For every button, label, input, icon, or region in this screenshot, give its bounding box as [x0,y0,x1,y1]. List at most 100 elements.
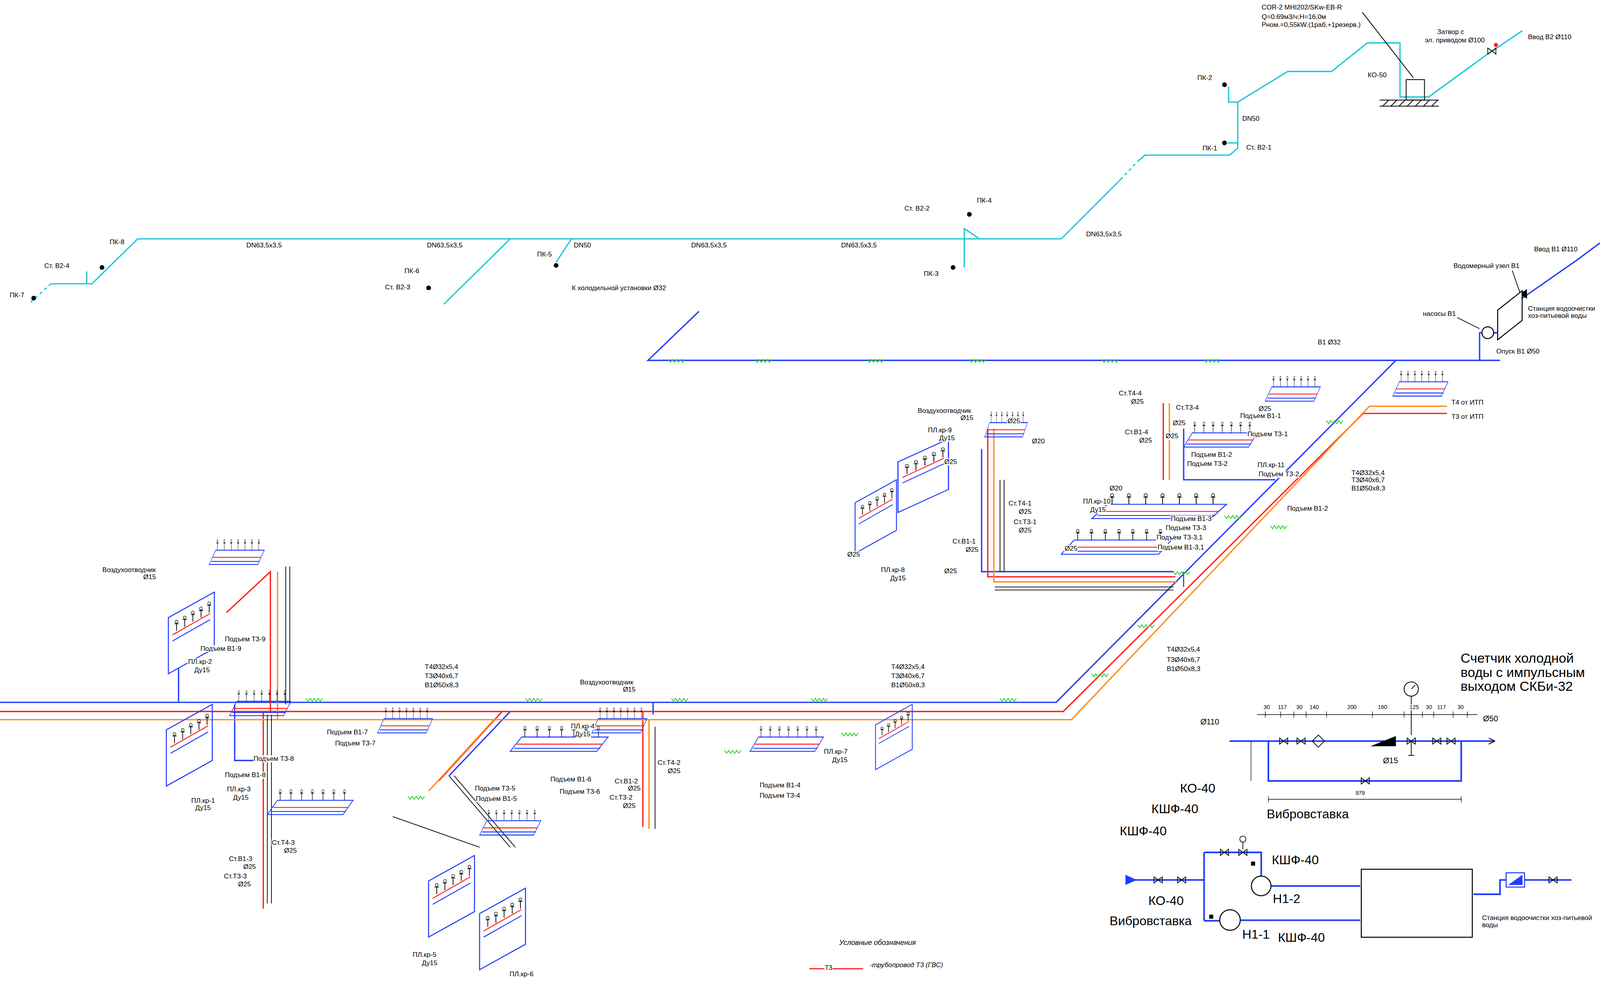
fixture-group [479,809,541,835]
insulation-mark [1000,698,1017,702]
pipe-label: Ст.В1-4 [1124,428,1149,436]
b2-fire-pipe [1137,30,1523,162]
dimension-label: 125 [1409,704,1420,710]
pipe-label: Ст.Т4-3 [271,838,296,847]
dimension-label: 979 [1355,789,1365,796]
pump-station-scheme [1209,914,1213,919]
dimension-label: 140 [1309,704,1320,710]
pump-station-scheme [1508,874,1523,885]
pump-circle: Н1-2 [1250,875,1272,896]
pipe-label: Подъем В1-7 [326,728,369,736]
pipe-label: Ст.В1-2 [614,777,639,785]
pipe-label: Ø20 [1031,437,1046,445]
equipment-label: КО-40 [1179,781,1216,796]
node-label: насосы В1 [1422,310,1456,318]
pipe-label: Ø25 [667,767,681,775]
pipe-label: Ø15 [1382,756,1399,765]
pipe-label: Подъем Т3-2 [1258,470,1300,478]
pipe-label: Ø25 [283,846,298,855]
t4-pipe [1168,403,1170,480]
t4-pipe [277,571,279,720]
pump-circle-outline [1251,875,1272,896]
pipe-label: Подъем Т3-2 [1186,460,1228,468]
pipe-label: Водомерный узел В1 [1453,262,1521,270]
pipe-label: Подъем В1-4 [759,781,801,789]
pipe-label: Подъем В1-2 [1190,451,1233,459]
b2-fire-pipe [1120,161,1138,180]
pump-station-scheme [1177,876,1187,883]
pipe-label: Ду15 [574,730,591,738]
equipment-label: КШФ-40 [1277,930,1326,945]
pipe-label: Ввод В1 Ø110 [1533,245,1578,253]
pipe-label: Т4 от ИТП [1451,398,1485,407]
pipe-label: DN63,5x3,5 [840,241,878,249]
water-meter-scheme [1432,737,1441,744]
pipe-label: Т3Ø40x6,7 [1351,476,1386,484]
fixture-group [1061,529,1172,555]
pipe-label: Pном.=0,55kW.(1раб.+1резерв.) [1261,21,1361,29]
pipe-label: ПК-1 [1201,144,1218,152]
insulation-mark [408,795,425,800]
t4-pipe [428,719,494,791]
pipe-label: В1Ø50x8,3 [1166,665,1201,673]
pump-station-scheme [1239,835,1246,842]
b2-fire-pipe [51,179,1121,284]
pipe-label: Q=0.69м3/ч;H=16,0м [1261,13,1327,21]
insulation-mark [671,698,688,702]
pipe-label: Подъем В1-2 [1286,504,1329,513]
b1-pipe [0,360,1396,703]
pipe-label: ПК-7 [9,291,25,299]
fire-hydrant [967,212,972,217]
pipe-label: ПЛ.кр-5 [412,950,437,959]
b1-pipe [652,702,654,715]
fixture-group [479,887,526,970]
riser-line [1183,571,1185,587]
pipe-label: Ст.Т4-2 [657,759,682,767]
insulation-mark [867,359,884,363]
fixture-group [591,707,647,733]
t3-pipe [987,428,1176,577]
insulation-mark [811,698,828,702]
t3-pipe [642,711,644,827]
pipe-label: DN63,5x3,5 [245,241,283,249]
riser-line [994,586,1174,591]
pipe-label: Воздухоотводчик [102,566,157,574]
fixture-group [229,690,291,716]
pipe-label: Подъем Т3-1 [1246,430,1289,438]
insulation-mark [668,359,685,363]
pipe-label: Ø25 [965,546,979,554]
dimension-label: 117 [1436,704,1447,710]
riser-line [1512,270,1521,294]
pipe-label: Ø25 [943,567,958,575]
water-meter-scheme [1296,737,1306,744]
pipe-label: Ст.В1-3 [228,855,253,863]
pipe-label: Т4Ø32x5,4 [890,663,925,671]
pump-station-scheme [1125,835,1572,921]
b2-fire-pipe [30,283,52,302]
dimension-label: 117 [1277,704,1287,710]
pipe-label: Ø15 [960,414,974,422]
fixture-group [897,438,949,513]
pump-station-scheme [1220,848,1229,855]
legend-text: -трубопровод Т3 (ГВС) [869,961,944,969]
pump-circle: насосы В1 [1481,326,1494,339]
pipe-label: Ду15 [938,434,955,442]
pipe-label: Ø25 [1018,526,1032,534]
fire-hydrant [426,285,431,291]
insulation-mark [306,698,323,702]
fixture-group [510,726,609,752]
pipe-label: ПЛ.кр-4 [570,722,595,730]
insulation-mark [1102,359,1119,363]
dimension-label: 160 [1377,704,1388,710]
pipe-label: Ø25 [1172,419,1187,427]
pipe-label: DN50 [573,241,592,249]
t3-pipe [1162,403,1164,480]
riser-line [267,270,1521,904]
dimension-label: 30 [1457,704,1465,710]
fire-hydrant [553,262,559,268]
pipe-label: Ст. В2-2 [904,204,931,213]
fixture-group [166,371,1449,970]
fixture-group [984,411,1028,437]
pipe-label: Подъем Т3-6 [559,787,601,796]
fire-hydrant [1222,140,1227,146]
